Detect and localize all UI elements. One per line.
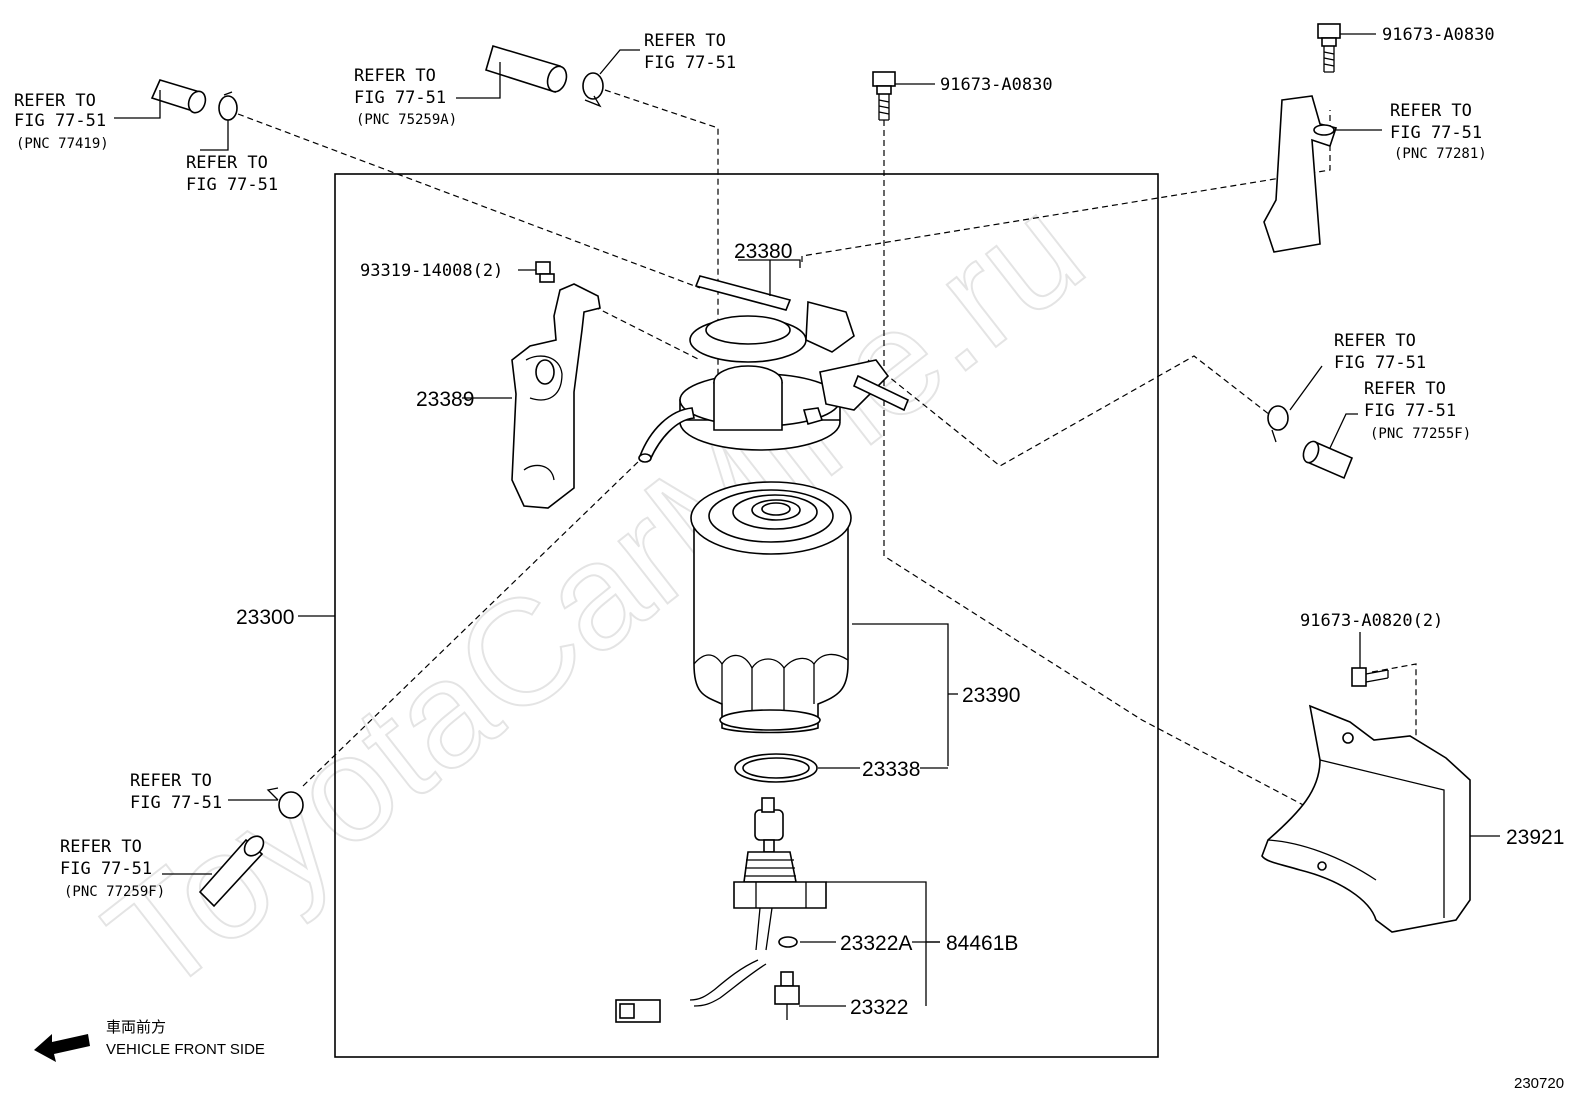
oring-23322a (778, 936, 836, 948)
callout-bracket-top-right-pnc: (PNC 77281) (1394, 146, 1487, 162)
part-bolt-cover: 91673-A0820(2) (1300, 611, 1443, 631)
callout-clamp-top-left: REFER TO FIG 77-51 (186, 153, 278, 195)
clamp-top-mid (582, 49, 640, 108)
part-assembly: 23300 (236, 606, 294, 629)
bolt-center-icon (872, 71, 935, 121)
part-gasket: 23338 (862, 758, 920, 781)
callout-hose-right-pnc: (PNC 77255F) (1370, 426, 1471, 442)
figure-code: 230720 (1514, 1075, 1564, 1092)
filter-element-23390 (690, 481, 958, 766)
hose-top-left (114, 79, 207, 119)
part-screw-bracket: 93319-14008(2) (360, 261, 503, 281)
part-filter-element: 23390 (962, 684, 1020, 707)
bolt-top-right-icon (1317, 23, 1376, 73)
hose-top-mid (456, 45, 568, 99)
part-bolt-top-right: 91673-A0830 (1382, 25, 1495, 45)
callout-clamp-top-mid: REFER TO FIG 77-51 (644, 31, 736, 73)
gasket-23338 (734, 753, 948, 783)
legend-english: VEHICLE FRONT SIDE (106, 1041, 265, 1058)
vehicle-front-legend: 車両前方 VEHICLE FRONT SIDE (34, 1019, 265, 1062)
bracket-top-right (1263, 95, 1382, 253)
clamp-top-left (200, 91, 238, 151)
hose-right (1302, 413, 1358, 480)
callout-hose-top-mid: REFER TO FIG 77-51 (354, 66, 446, 108)
bracket-23389 (462, 283, 601, 509)
callout-clamp-right: REFER TO FIG 77-51 (1334, 331, 1426, 373)
part-cover: 23921 (1506, 826, 1564, 849)
hose-bottom-left (162, 835, 265, 908)
callout-hose-top-left-pnc: (PNC 77419) (16, 136, 109, 152)
part-drain-plug: 23322 (850, 996, 908, 1019)
callout-hose-bottom-left-pnc: (PNC 77259F) (64, 884, 165, 900)
bolt-cover-icon (1351, 632, 1389, 687)
callout-hose-top-mid-pnc: (PNC 75259A) (356, 112, 457, 128)
filter-head-23380 (638, 259, 910, 463)
callout-hose-top-left: REFER TO FIG 77-51 (14, 91, 106, 131)
drain-plug-23322 (774, 971, 846, 1020)
callout-hose-bottom-left: REFER TO FIG 77-51 (60, 837, 152, 879)
clamp-right (1267, 365, 1323, 443)
part-bolt-center: 91673-A0830 (940, 75, 1053, 95)
part-oring: 23322A (840, 932, 912, 955)
callout-bracket-top-right: REFER TO FIG 77-51 (1390, 101, 1482, 143)
part-sensor-kit: 84461B (946, 932, 1018, 955)
cover-23921 (1261, 704, 1500, 933)
legend-japanese: 車両前方 (106, 1019, 166, 1036)
screw-bracket-icon (518, 261, 555, 283)
callout-clamp-bottom-left: REFER TO FIG 77-51 (130, 771, 222, 813)
part-filter-head: 23380 (734, 240, 792, 263)
callout-hose-right: REFER TO FIG 77-51 (1364, 379, 1456, 421)
part-bracket: 23389 (416, 388, 474, 411)
watermark: ToyotaCarMine.ru (76, 164, 1112, 1025)
clamp-bottom-left (228, 787, 304, 819)
front-arrow-icon (34, 1034, 90, 1062)
